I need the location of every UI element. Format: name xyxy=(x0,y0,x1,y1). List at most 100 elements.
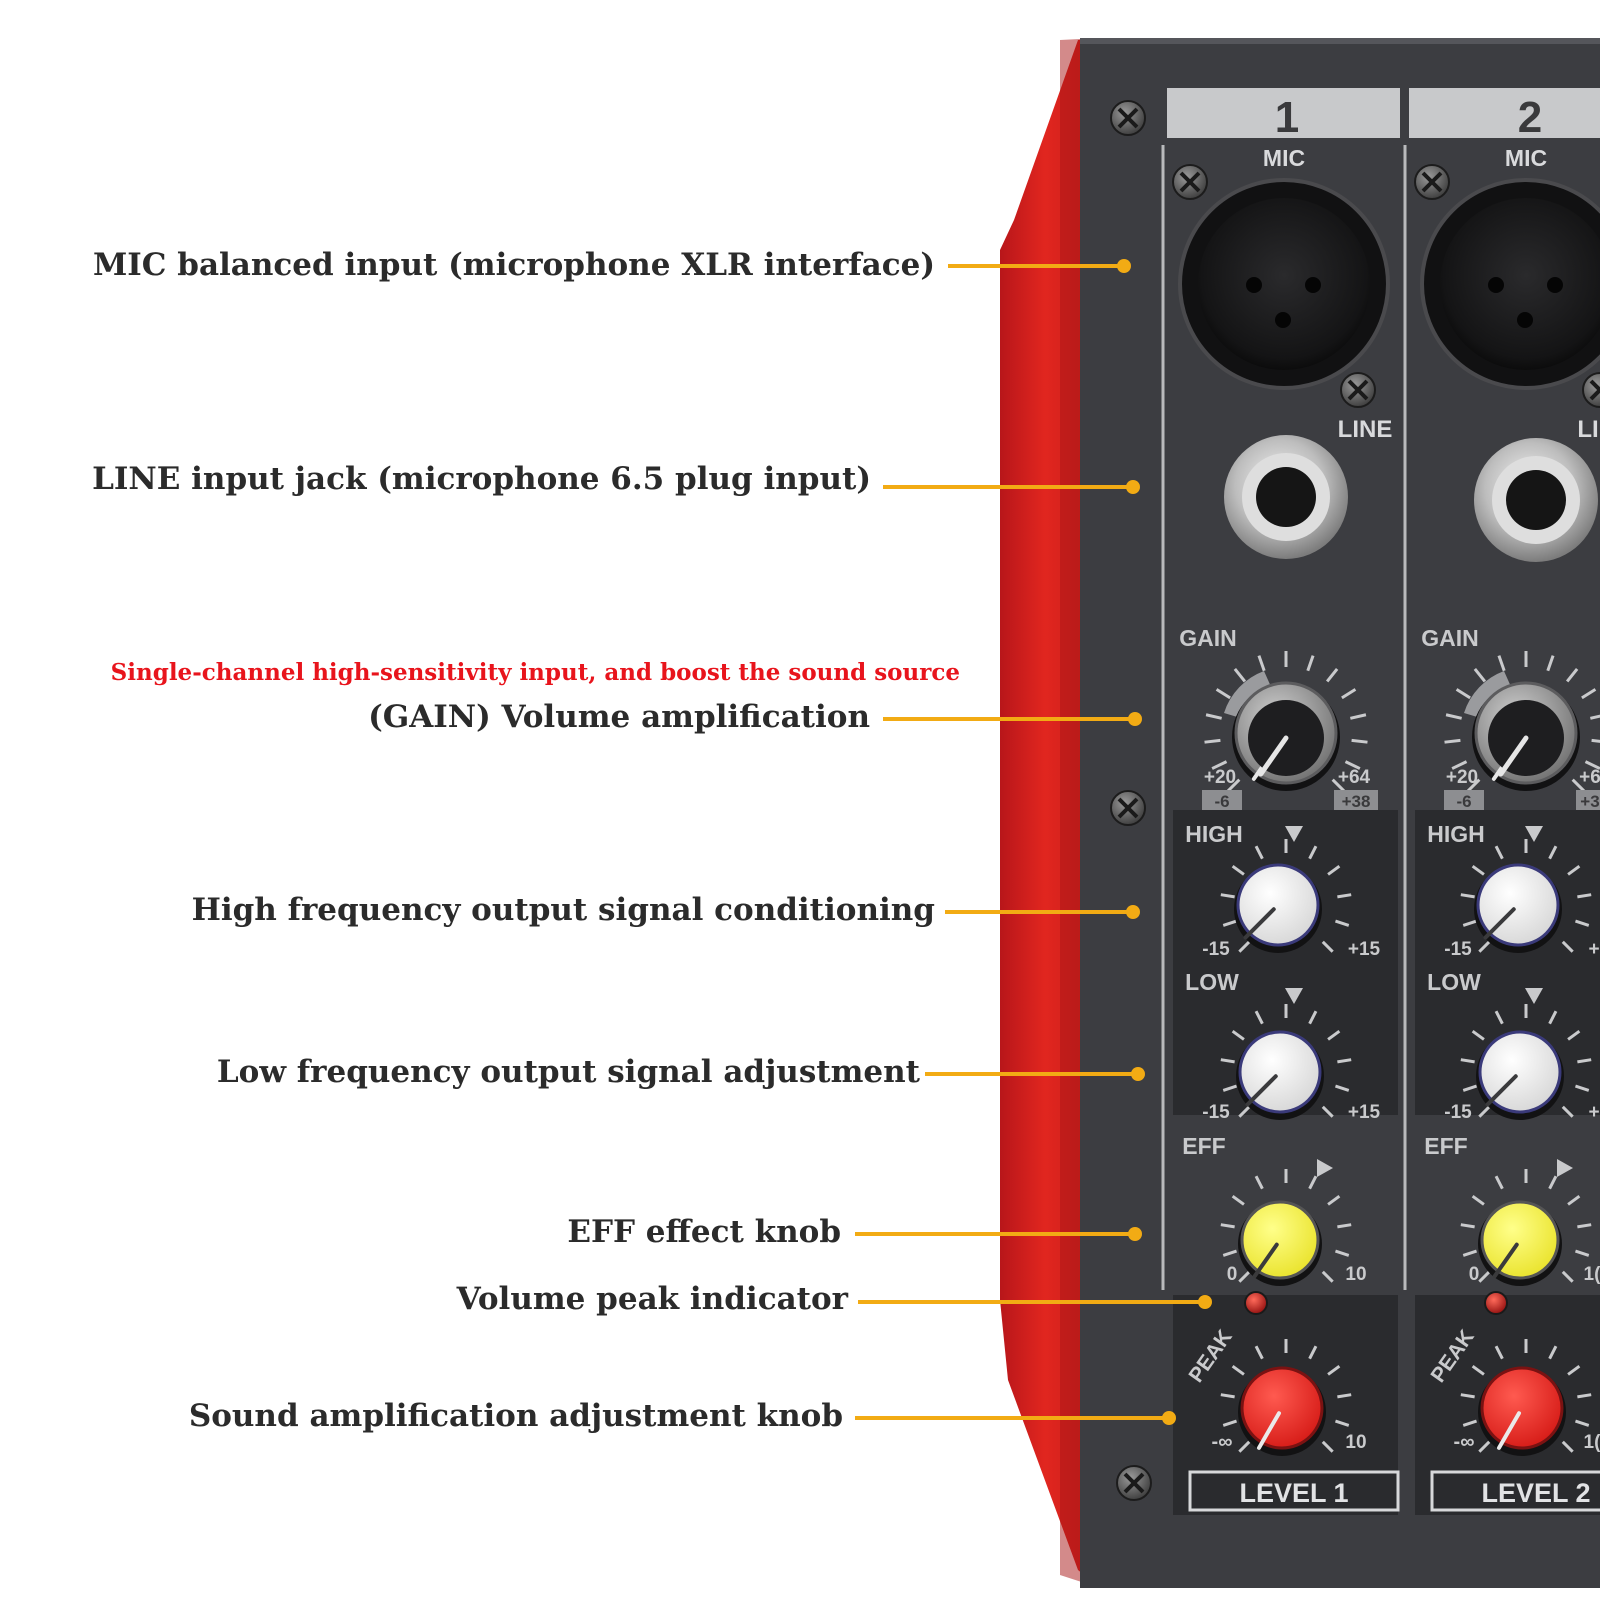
channel-2-line-label: LI xyxy=(1577,416,1598,443)
knob-cap xyxy=(1240,1366,1324,1450)
channel-1-eff-label: EFF xyxy=(1182,1133,1225,1159)
scale-tick xyxy=(1327,1364,1341,1376)
channel-1-low-min: -15 xyxy=(1202,1102,1230,1123)
screw-icon xyxy=(1172,164,1208,200)
level-knob-2[interactable] xyxy=(1478,1366,1566,1456)
line-jack-2 xyxy=(1474,438,1598,562)
channel-2-low-max: + xyxy=(1588,1102,1599,1123)
scale-tick xyxy=(1331,778,1346,793)
leader-eff-dot xyxy=(1128,1227,1142,1241)
level-knob-1[interactable] xyxy=(1238,1366,1326,1456)
screw-slot xyxy=(1179,171,1201,193)
channel-1-line-label: LINE xyxy=(1338,416,1393,443)
scale-tick xyxy=(1327,864,1341,876)
scale-tick xyxy=(1334,919,1350,927)
channel-1-number: 1 xyxy=(1275,93,1299,142)
scale-tick xyxy=(1451,760,1468,770)
channel-1-level-min: -∞ xyxy=(1212,1431,1233,1453)
channel-1-level-box xyxy=(1188,1470,1400,1512)
scale-tick xyxy=(1471,1194,1485,1206)
channel-2-mic-label: MIC xyxy=(1505,145,1547,171)
scale-tick xyxy=(1231,1194,1245,1206)
scale-tick xyxy=(1215,688,1231,700)
channel-2-gain-max: +6 xyxy=(1579,767,1600,788)
channel-1-eff-max: 10 xyxy=(1345,1264,1366,1285)
scale-tick xyxy=(1577,1223,1592,1229)
channel-1-gain-min-line: -6 xyxy=(1214,792,1229,811)
scale-tick xyxy=(1478,1105,1491,1118)
scale-tick xyxy=(1327,1029,1341,1041)
scale-tick xyxy=(1321,1440,1334,1453)
scale-tick xyxy=(1548,1010,1558,1025)
scale-tick xyxy=(1567,864,1581,876)
scale-tick xyxy=(1460,893,1475,899)
scale-tick xyxy=(1321,1270,1334,1283)
scale-tick xyxy=(1471,864,1485,876)
scale-tick xyxy=(1334,1084,1350,1092)
channel-2-gain-max-line: +3 xyxy=(1580,792,1599,811)
knob-cap xyxy=(1240,1200,1320,1280)
eff-knob-2[interactable] xyxy=(1478,1200,1562,1286)
channel-2-level-min: -∞ xyxy=(1454,1431,1475,1453)
scale-tick xyxy=(1565,667,1579,683)
scale-tick xyxy=(1471,1029,1485,1041)
screw-slot xyxy=(1589,387,1600,401)
scale-tick xyxy=(1577,1393,1592,1399)
eff-center-mark-1 xyxy=(1317,1159,1333,1177)
channel-2-level-label: LEVEL 2 xyxy=(1481,1478,1590,1508)
screw-icon xyxy=(1582,372,1600,408)
scale-tick xyxy=(1546,655,1555,672)
scale-tick xyxy=(1220,1393,1235,1399)
scale-tick xyxy=(1204,738,1221,744)
gain-knob-pointer xyxy=(1258,735,1289,777)
scale-tick xyxy=(1337,1393,1352,1399)
channel-2-eff-max: 1( xyxy=(1584,1264,1600,1285)
screw-slot xyxy=(1117,797,1139,819)
scale-tick xyxy=(1308,1175,1318,1190)
screw-icon xyxy=(1414,164,1450,200)
scale-tick xyxy=(1238,1105,1251,1118)
scale-tick xyxy=(1233,667,1247,683)
screw-slot xyxy=(1347,379,1369,401)
screw-head xyxy=(1582,372,1600,408)
scale-tick xyxy=(1460,1393,1475,1399)
channel-1-gain-min: +20 xyxy=(1204,767,1236,788)
channel-2-gain-max-tag xyxy=(1576,790,1600,810)
low-knob-1[interactable] xyxy=(1236,1030,1324,1120)
scale-tick xyxy=(1350,713,1367,720)
scale-tick xyxy=(1220,893,1235,899)
scale-tick xyxy=(1337,1223,1352,1229)
high-knob-2[interactable] xyxy=(1474,863,1562,953)
eff-knob-1[interactable] xyxy=(1238,1200,1322,1286)
callout-peak: Volume peak indicator xyxy=(456,1281,848,1317)
channel-2-high-label: HIGH xyxy=(1427,821,1485,847)
channel-1-low-label: LOW xyxy=(1185,969,1239,995)
scale-tick xyxy=(1334,1249,1350,1257)
channel-2-high-max: + xyxy=(1588,939,1599,960)
scale-tick xyxy=(1211,760,1228,770)
leader-gain-dot xyxy=(1128,712,1142,726)
channel-1-gain-max-line: +38 xyxy=(1342,792,1371,811)
scale-tick xyxy=(1325,667,1339,683)
channel-2-low-min: -15 xyxy=(1444,1102,1472,1123)
channel-1-level-max: 10 xyxy=(1345,1432,1366,1453)
scale-tick xyxy=(1337,893,1352,899)
channel-2-number-bar xyxy=(1409,88,1600,138)
scale-tick xyxy=(1257,655,1266,672)
knob-pointer xyxy=(1257,1411,1281,1450)
high-center-mark-1 xyxy=(1285,826,1303,842)
scale-tick xyxy=(1238,1440,1251,1453)
high-knob-1[interactable] xyxy=(1234,863,1322,953)
leader-low-dot xyxy=(1131,1067,1145,1081)
scale-tick xyxy=(1561,1440,1574,1453)
scale-tick xyxy=(1567,1364,1581,1376)
scale-tick xyxy=(1584,760,1600,770)
scale-tick xyxy=(1478,1270,1491,1283)
callout-low: Low frequency output signal adjustment xyxy=(216,1054,920,1090)
channel-1-gain-max-tag xyxy=(1334,790,1378,810)
scale-tick xyxy=(1445,713,1462,720)
scale-tick xyxy=(1455,688,1471,700)
scale-tick xyxy=(1341,688,1357,700)
low-knob-2[interactable] xyxy=(1476,1030,1564,1120)
